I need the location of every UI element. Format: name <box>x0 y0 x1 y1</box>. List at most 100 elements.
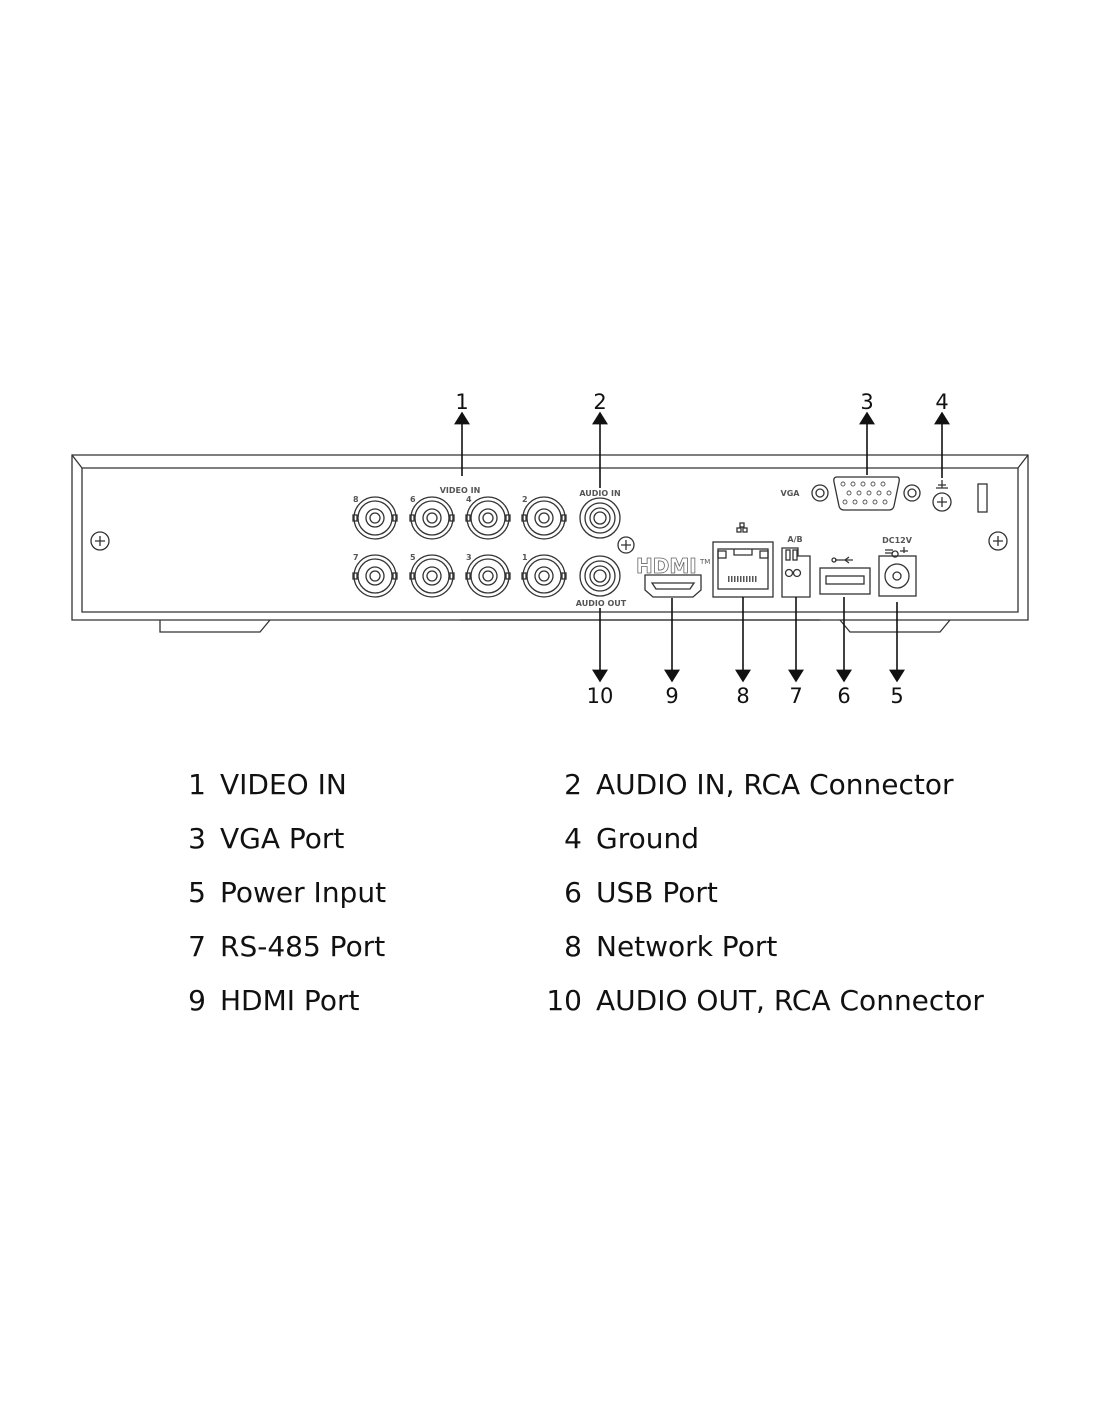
callout-8: 8 <box>735 597 751 708</box>
legend-item: 6 USB Port <box>546 866 984 920</box>
vga-pin <box>870 481 876 487</box>
legend-num: 6 <box>564 876 582 909</box>
legend-label: USB Port <box>596 876 718 909</box>
vga-pin <box>840 481 846 487</box>
legend-label: AUDIO OUT, RCA Connector <box>596 984 984 1017</box>
legend-label: RS-485 Port <box>220 930 386 963</box>
callout-7: 7 <box>788 597 804 708</box>
callout-2: 2 <box>592 390 608 488</box>
hdmi-logo: HDMI <box>636 554 697 578</box>
video-in-bnc-port[interactable]: 8 <box>352 495 398 540</box>
channel-number: 4 <box>466 495 472 504</box>
legend-label: Network Port <box>596 930 778 963</box>
callout-5: 5 <box>889 602 905 708</box>
vga-label: VGA <box>781 489 801 498</box>
channel-number: 8 <box>353 495 359 504</box>
svg-text:8: 8 <box>736 684 749 708</box>
mount-screw-right <box>988 531 1008 551</box>
power-port[interactable] <box>878 555 917 597</box>
legend-num: 4 <box>564 822 582 855</box>
legend-label: Power Input <box>220 876 387 909</box>
channel-number: 6 <box>410 495 416 504</box>
video-in-bnc-port[interactable]: 1 <box>521 553 567 598</box>
hdmi-tm: TM <box>699 558 710 566</box>
usb-icon <box>831 556 853 564</box>
hdmi-port[interactable] <box>644 574 702 598</box>
chassis <box>71 454 1029 633</box>
legend-item: 9 HDMI Port <box>170 974 386 1028</box>
video-in-bnc-port[interactable]: 3 <box>465 553 511 598</box>
channel-number: 2 <box>522 495 528 504</box>
vga-pin <box>856 490 862 496</box>
legend-num: 1 <box>188 768 206 801</box>
callout-1: 1 <box>454 390 470 476</box>
usb-port[interactable] <box>819 567 871 595</box>
vga-pin <box>846 490 852 496</box>
legend-num: 5 <box>188 876 206 909</box>
callout-6: 6 <box>836 597 852 708</box>
legend-item: 3 VGA Port <box>170 812 386 866</box>
legend-label: HDMI Port <box>220 984 360 1017</box>
svg-text:6: 6 <box>837 684 850 708</box>
audio-out-port[interactable] <box>579 555 621 597</box>
audio-in-port[interactable] <box>579 497 621 539</box>
legend-left: 1 VIDEO IN 3 VGA Port 5 Power Input 7 RS-485… <box>170 758 386 1028</box>
svg-text:4: 4 <box>935 390 948 414</box>
audio-in-label: AUDIO IN <box>579 489 620 498</box>
video-in-bnc-port[interactable]: 4 <box>465 495 511 540</box>
callout-3: 3 <box>859 390 875 475</box>
video-in-bnc-port[interactable]: 5 <box>409 553 455 598</box>
rs485-port[interactable] <box>781 547 811 598</box>
vga-pin <box>866 490 872 496</box>
legend-num: 7 <box>188 930 206 963</box>
legend-label: VIDEO IN <box>220 768 347 801</box>
ground-screw-icon <box>617 536 635 554</box>
ground-port[interactable] <box>932 492 952 512</box>
vga-pin <box>862 499 868 505</box>
video-in-bnc-port[interactable]: 7 <box>352 553 398 598</box>
network-port[interactable] <box>712 541 774 598</box>
vga-pin <box>872 499 878 505</box>
channel-number: 7 <box>353 553 359 562</box>
legend-num: 9 <box>188 984 206 1017</box>
vga-pin <box>886 490 892 496</box>
legend-item: 8 Network Port <box>546 920 984 974</box>
legend-label: VGA Port <box>220 822 345 855</box>
channel-number: 1 <box>522 553 528 562</box>
video-in-bnc-port[interactable]: 2 <box>521 495 567 540</box>
legend-item: 1 VIDEO IN <box>170 758 386 812</box>
network-icon <box>736 522 748 533</box>
legend-num: 8 <box>564 930 582 963</box>
audio-out-label: AUDIO OUT <box>576 599 627 608</box>
callout-10: 10 <box>587 608 614 708</box>
legend-label: AUDIO IN, RCA Connector <box>596 768 954 801</box>
svg-text:2: 2 <box>593 390 606 414</box>
svg-text:7: 7 <box>789 684 802 708</box>
vga-pin <box>842 499 848 505</box>
mount-screw-left <box>90 531 110 551</box>
channel-number: 5 <box>410 553 416 562</box>
ground-icon <box>936 480 948 489</box>
vga-pin <box>860 481 866 487</box>
legend-item: 7 RS-485 Port <box>170 920 386 974</box>
svg-text:9: 9 <box>665 684 678 708</box>
legend-item: 5 Power Input <box>170 866 386 920</box>
callout-9: 9 <box>664 598 680 708</box>
legend-num: 3 <box>188 822 206 855</box>
svg-text:1: 1 <box>455 390 468 414</box>
channel-number: 3 <box>466 553 472 562</box>
vga-port[interactable] <box>811 476 921 511</box>
svg-text:10: 10 <box>587 684 614 708</box>
callout-4: 4 <box>934 390 950 478</box>
svg-text:5: 5 <box>890 684 903 708</box>
vga-pin <box>882 499 888 505</box>
power-label: DC12V <box>882 536 913 545</box>
vga-pin <box>850 481 856 487</box>
video-in-bnc-port[interactable]: 6 <box>409 495 455 540</box>
vga-pin <box>876 490 882 496</box>
